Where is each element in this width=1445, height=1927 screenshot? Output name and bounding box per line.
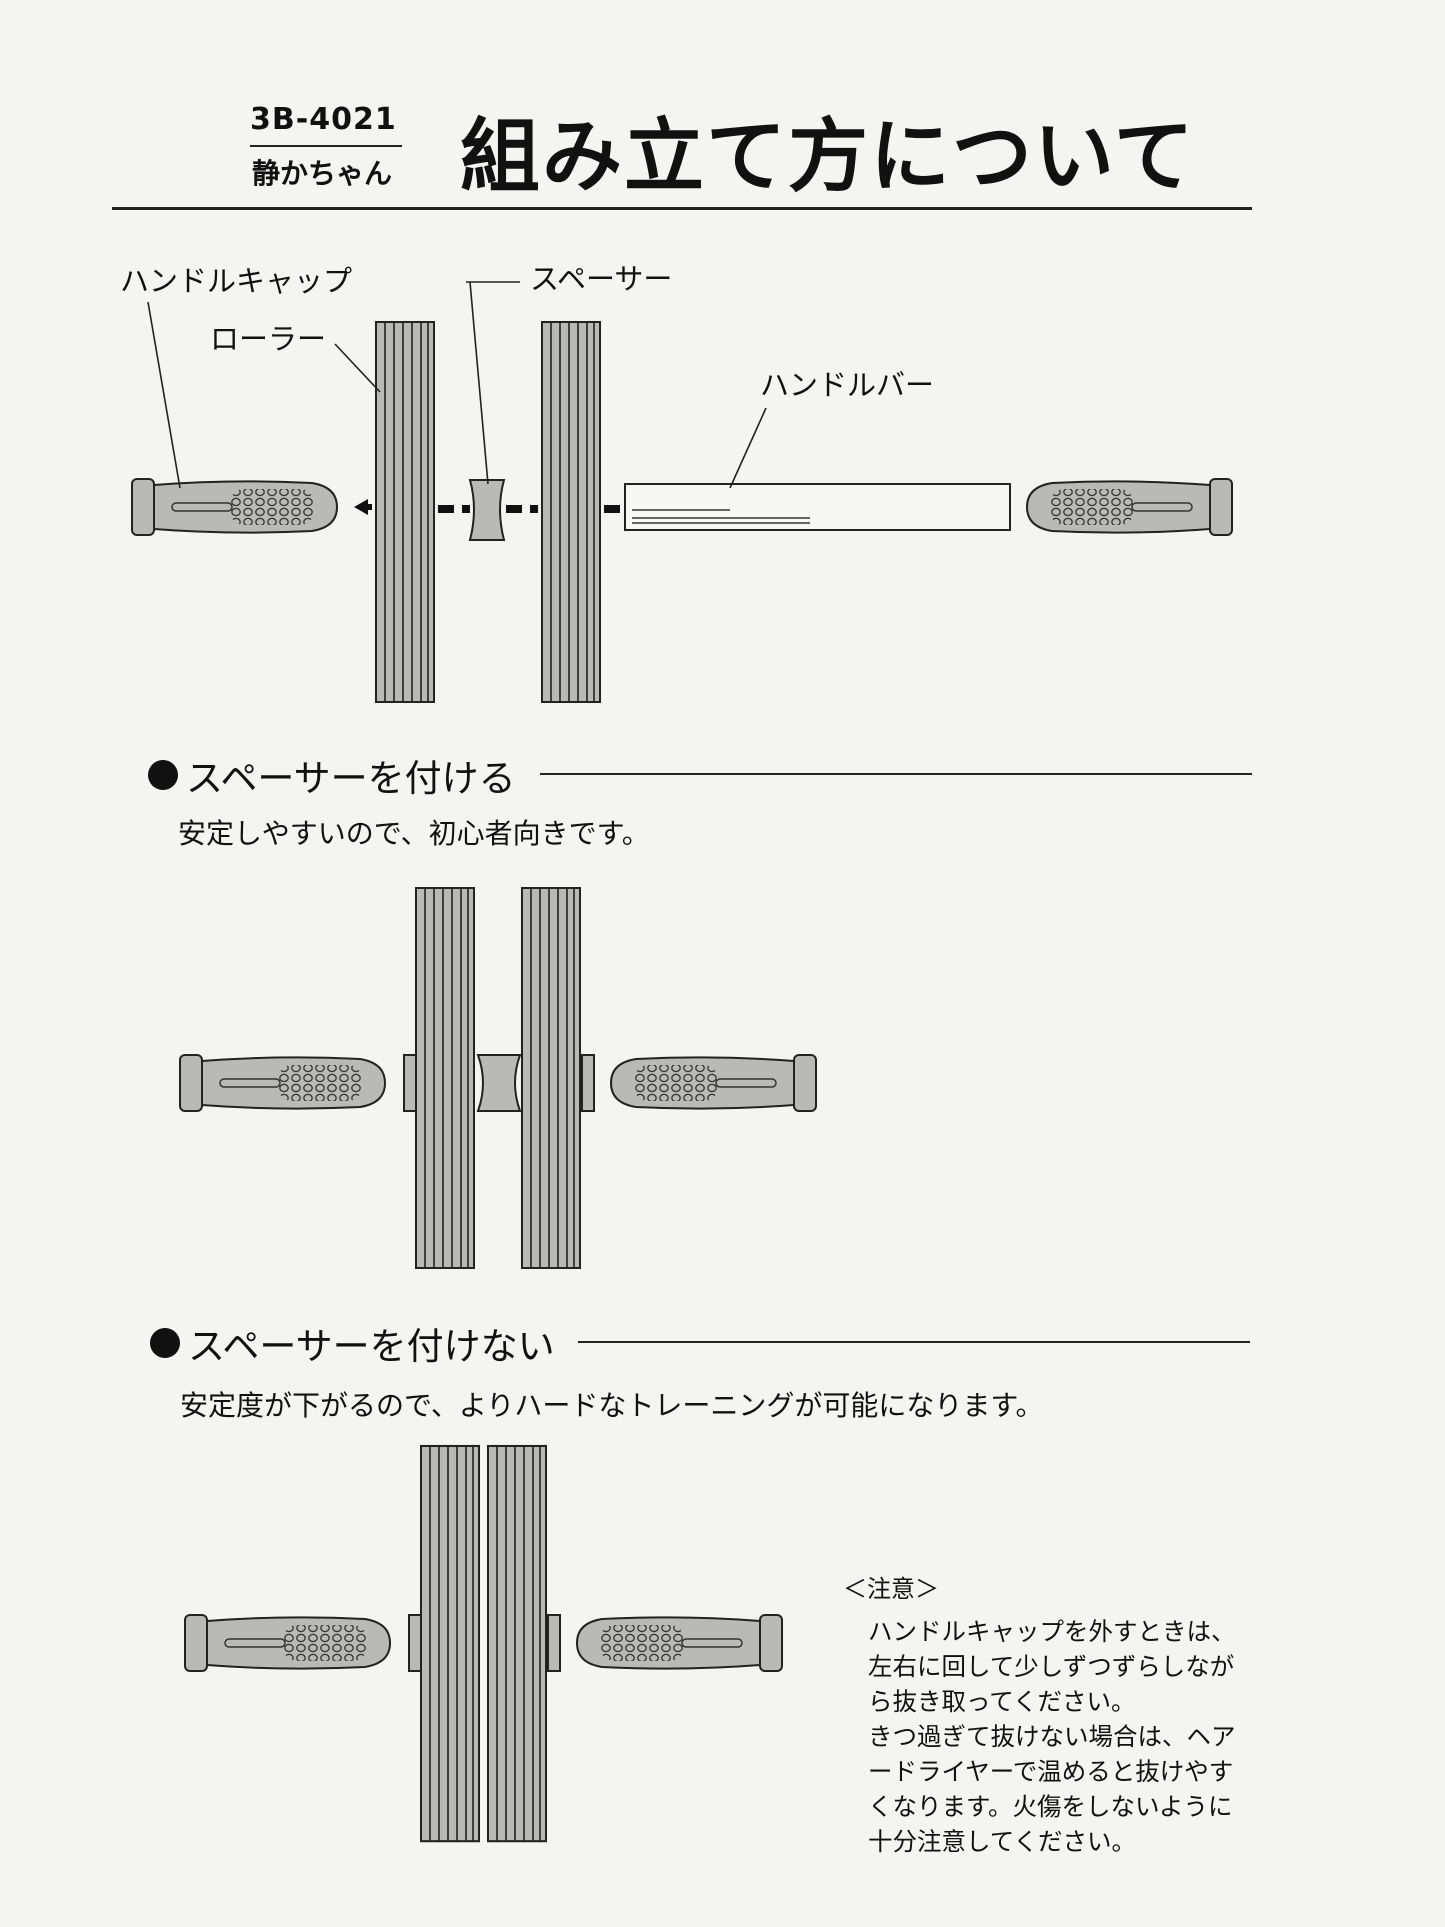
exploded-view-diagram (131, 281, 1233, 703)
bullet-icon (150, 1328, 180, 1358)
assembled-with-spacer-diagram (179, 887, 817, 1269)
section-with-spacer-rule (540, 773, 1252, 775)
section-without-spacer-title: スペーサーを付けない (188, 1325, 555, 1368)
caution-line: ら抜き取ってください。 (868, 1687, 1136, 1716)
roller-left (375, 321, 435, 703)
caution-line: くなります。火傷をしないように (868, 1792, 1233, 1821)
arrow-left-icon (354, 499, 368, 515)
caution-line: 左右に回して少しずつずらしなが (868, 1652, 1235, 1681)
section-without-spacer-description: 安定度が下がるので、よりハードなトレーニングが可能になります。 (180, 1389, 1044, 1422)
model-divider (250, 145, 402, 147)
roller-right (541, 321, 601, 703)
bullet-icon (148, 760, 178, 790)
model-number: 3B-4021 (250, 102, 397, 137)
section-without-spacer-heading: スペーサーを付けない (150, 1316, 555, 1370)
label-spacer: スペーサー (530, 262, 673, 296)
caution-line: 十分注意してください。 (868, 1827, 1137, 1856)
caution-line: ハンドルキャップを外すときは、 (868, 1617, 1236, 1646)
page-title: 組み立て方について (460, 110, 1196, 203)
label-handle-cap: ハンドルキャップ (120, 264, 353, 298)
section-with-spacer-heading: スペーサーを付ける (148, 748, 516, 802)
spacer-part (468, 479, 506, 541)
caution-line: ードライヤーで温めると抜けやす (868, 1757, 1234, 1786)
section-without-spacer-rule (578, 1341, 1250, 1343)
header-divider (112, 207, 1252, 210)
assembled-without-spacer-diagram (184, 1444, 783, 1843)
handle-grip-right (1026, 478, 1233, 536)
section-with-spacer-title: スペーサーを付ける (186, 757, 516, 800)
section-with-spacer-description: 安定しやすいので、初心者向きです。 (178, 817, 650, 850)
label-handle-bar: ハンドルバー (760, 368, 935, 402)
product-name: 静かちゃん (252, 157, 393, 190)
handle-cap-left (131, 478, 338, 536)
caution-heading: ＜注意＞ (843, 1575, 939, 1603)
label-roller: ローラー (210, 322, 327, 356)
caution-line: きつ過ぎて抜けない場合は、ヘア (868, 1722, 1236, 1751)
